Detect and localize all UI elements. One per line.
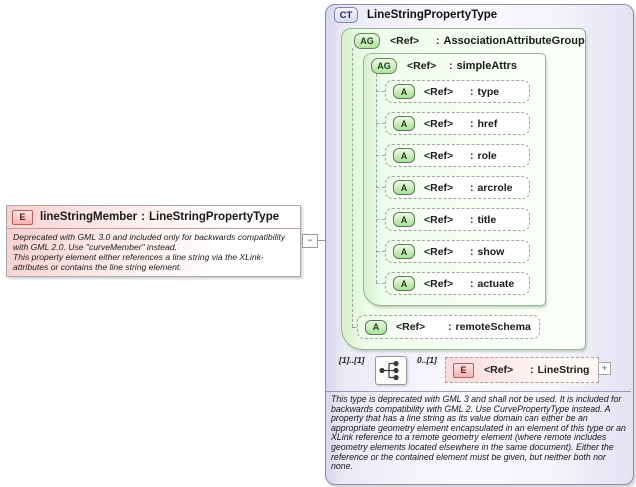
attribute-row-role[interactable]: A <Ref> : role bbox=[385, 144, 530, 167]
ref-label: <Ref> bbox=[424, 245, 454, 258]
attribute-row-href[interactable]: A <Ref> : href bbox=[385, 112, 530, 135]
connector-line bbox=[376, 155, 385, 157]
colon-label: : bbox=[470, 277, 474, 290]
colon-label: : bbox=[436, 35, 440, 47]
colon-label: : bbox=[470, 117, 474, 130]
element-name: LineString bbox=[537, 364, 590, 376]
attribute-group-badge-icon: AG bbox=[371, 58, 397, 74]
ref-label: <Ref> bbox=[407, 60, 437, 72]
ref-label: <Ref> bbox=[424, 181, 454, 194]
connector-line bbox=[352, 48, 354, 327]
attribute-badge-icon: A bbox=[393, 244, 415, 259]
cardinality-label: 0..[1] bbox=[417, 355, 437, 365]
attribute-name: title bbox=[477, 213, 497, 226]
attribute-name: role bbox=[477, 149, 497, 162]
colon-label: : bbox=[530, 364, 534, 376]
attribute-name: arcrole bbox=[477, 181, 513, 194]
attribute-row-remoteschema[interactable]: A <Ref> : remoteSchema bbox=[357, 315, 540, 339]
ref-label: <Ref> bbox=[390, 35, 420, 47]
attribute-group-badge-icon: AG bbox=[354, 33, 380, 49]
attribute-badge-icon: A bbox=[393, 180, 415, 195]
attribute-group-header-association[interactable]: AG <Ref> : AssociationAttributeGroup bbox=[354, 33, 585, 49]
connector-line bbox=[376, 91, 385, 93]
attribute-badge-icon: A bbox=[393, 276, 415, 291]
colon-label: : bbox=[470, 245, 474, 258]
attribute-name: show bbox=[477, 245, 505, 258]
ref-label: <Ref> bbox=[424, 213, 454, 226]
attribute-group-name: simpleAttrs bbox=[456, 60, 518, 72]
element-title: lineStringMember:LineStringPropertyType bbox=[40, 211, 280, 223]
attribute-row-actuate[interactable]: A <Ref> : actuate bbox=[385, 272, 530, 295]
colon-label: : bbox=[470, 181, 474, 194]
element-badge-icon: E bbox=[12, 209, 33, 225]
element-annotation: Deprecated with GML 3.0 and included onl… bbox=[13, 232, 286, 272]
ref-label: <Ref> bbox=[424, 277, 454, 290]
connector-line bbox=[376, 74, 378, 283]
expand-button[interactable]: + bbox=[598, 362, 611, 375]
sequence-compositor-icon[interactable] bbox=[375, 356, 407, 385]
attribute-row-show[interactable]: A <Ref> : show bbox=[385, 240, 530, 263]
complex-type-title: LineStringPropertyType bbox=[367, 9, 498, 21]
element-badge-icon: E bbox=[453, 362, 474, 378]
connector-line bbox=[376, 187, 385, 189]
complex-type-badge-icon: CT bbox=[334, 7, 358, 23]
connector-line bbox=[376, 251, 385, 253]
element-header: E lineStringMember:LineStringPropertyTyp… bbox=[7, 206, 300, 229]
attribute-badge-icon: A bbox=[393, 116, 415, 131]
colon-label: : bbox=[449, 60, 453, 72]
attribute-name: remoteSchema bbox=[455, 321, 531, 333]
attribute-name: actuate bbox=[477, 277, 515, 290]
annotation-divider bbox=[326, 391, 631, 392]
connector-line bbox=[376, 283, 385, 285]
attribute-group-name: AssociationAttributeGroup bbox=[443, 35, 585, 47]
complex-type-annotation: This type is deprecated with GML 3 and s… bbox=[331, 394, 626, 472]
attribute-name: type bbox=[477, 85, 500, 98]
ref-label: <Ref> bbox=[424, 149, 454, 162]
attribute-badge-icon: A bbox=[365, 319, 387, 335]
attribute-row-arcrole[interactable]: A <Ref> : arcrole bbox=[385, 176, 530, 199]
attribute-row-type[interactable]: A <Ref> : type bbox=[385, 80, 530, 103]
attribute-group-header-simpleattrs[interactable]: AG <Ref> : simpleAttrs bbox=[371, 58, 517, 74]
colon-label: : bbox=[470, 213, 474, 226]
ref-label: <Ref> bbox=[484, 364, 514, 376]
attribute-name: href bbox=[477, 117, 498, 130]
collapse-button[interactable]: − bbox=[302, 234, 318, 248]
attribute-row-title[interactable]: A <Ref> : title bbox=[385, 208, 530, 231]
cardinality-label: [1]..[1] bbox=[339, 355, 365, 365]
ref-label: <Ref> bbox=[424, 117, 454, 130]
connector-line bbox=[352, 327, 357, 329]
colon-label: : bbox=[470, 85, 474, 98]
attribute-badge-icon: A bbox=[393, 212, 415, 227]
attribute-badge-icon: A bbox=[393, 84, 415, 99]
complex-type-header[interactable]: CT LineStringPropertyType bbox=[334, 7, 497, 23]
connector-line bbox=[376, 219, 385, 221]
element-box-linestringmember[interactable]: E lineStringMember:LineStringPropertyTyp… bbox=[6, 205, 301, 277]
colon-label: : bbox=[470, 149, 474, 162]
ref-label: <Ref> bbox=[424, 85, 454, 98]
connector-line bbox=[316, 240, 333, 241]
colon-label: : bbox=[448, 321, 452, 333]
element-row-linestring[interactable]: E <Ref> : LineString bbox=[445, 357, 599, 383]
ref-label: <Ref> bbox=[396, 321, 426, 333]
attribute-badge-icon: A bbox=[393, 148, 415, 163]
connector-line bbox=[376, 123, 385, 125]
